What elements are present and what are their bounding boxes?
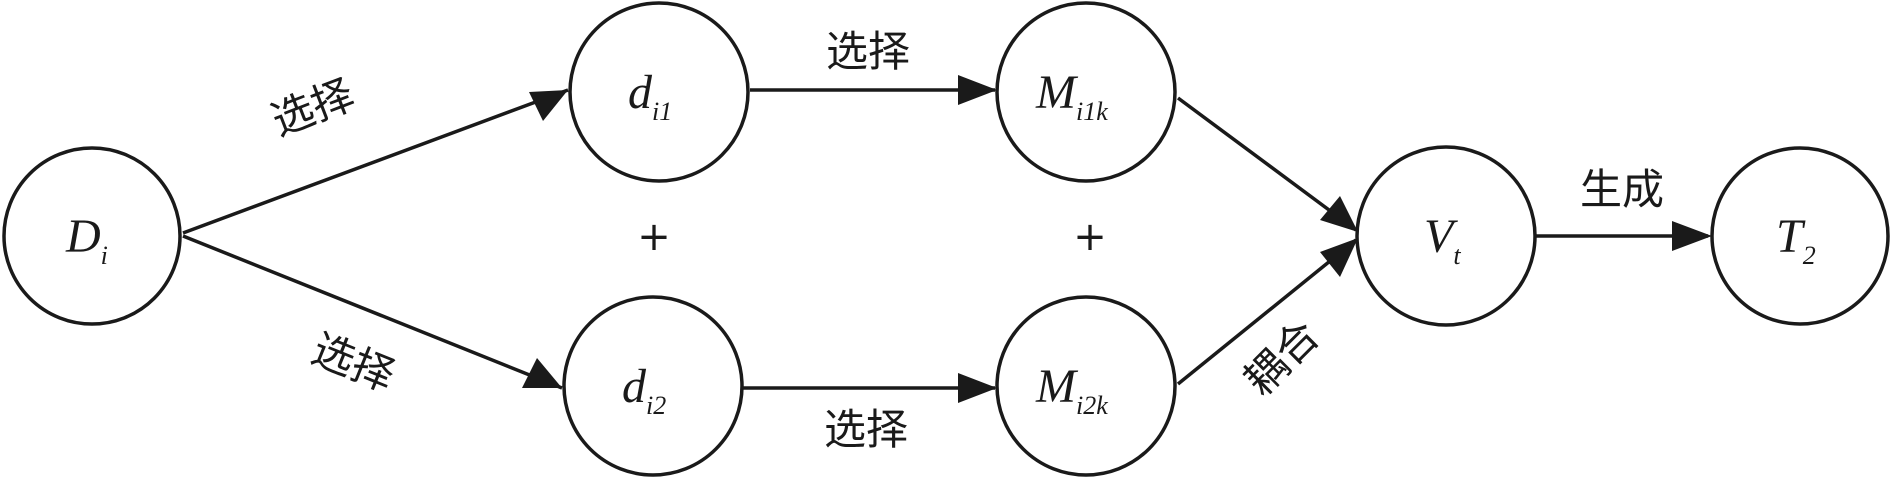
arrowhead-icon: [522, 358, 562, 388]
node-subscript: 2: [1803, 241, 1816, 270]
edges-layer: [182, 75, 1712, 403]
edge-di2-to-mi2k: [743, 373, 997, 403]
plus-layer: + +: [637, 214, 1107, 260]
node-subscript: i: [101, 241, 108, 270]
node-subscript: t: [1453, 241, 1461, 270]
edge-di-to-di1: [182, 88, 569, 235]
node-subscript: i1k: [1076, 97, 1108, 126]
arrowhead-icon: [1672, 221, 1712, 251]
node-circle: [562, 295, 744, 477]
edge-label-di-di1: 选择: [265, 70, 361, 146]
node-main-symbol: d: [622, 360, 647, 413]
edge-line: [1176, 238, 1358, 386]
node-t-2: T2: [1710, 146, 1890, 326]
arrowhead-icon: [529, 90, 568, 121]
edge-label-di2-mi2k: 选择: [824, 405, 908, 454]
arrowhead-icon: [1320, 238, 1358, 277]
node-main-symbol: V: [1424, 210, 1458, 263]
node-circle: [995, 295, 1177, 477]
plus-sign-right: +: [1073, 214, 1107, 260]
node-label: T2: [1776, 210, 1816, 270]
node-label: Di: [65, 210, 108, 270]
node-label: Mi1k: [1035, 66, 1108, 126]
arrowhead-icon: [1320, 196, 1358, 232]
node-circle: [568, 1, 750, 183]
node-subscript: i2: [646, 391, 666, 420]
node-circle: [1355, 145, 1537, 327]
edge-label-di-di2: 选择: [305, 324, 401, 401]
node-circle: [1710, 146, 1890, 326]
plus-sign-left: +: [637, 214, 671, 260]
node-d-i: Di: [2, 146, 182, 326]
node-d-i1: di1: [568, 1, 750, 183]
edge-label-vt-t2: 生成: [1580, 165, 1664, 214]
node-v-t: Vt: [1355, 145, 1537, 327]
edge-line: [182, 234, 563, 390]
node-main-symbol: M: [1035, 360, 1079, 413]
edge-line: [182, 88, 569, 235]
node-label: Mi2k: [1035, 360, 1108, 420]
node-label: Vt: [1424, 210, 1461, 270]
node-subscript: i2k: [1076, 391, 1108, 420]
edge-mi2k-to-vt: [1176, 238, 1358, 386]
edge-mi1k-to-vt: [1176, 96, 1358, 232]
node-label: di1: [628, 66, 672, 126]
node-label: di2: [622, 360, 666, 420]
arrowhead-icon: [958, 373, 997, 403]
node-m-i2k: Mi2k: [995, 295, 1177, 477]
edge-line: [1176, 96, 1358, 232]
arrowhead-icon: [958, 75, 997, 105]
node-main-symbol: M: [1035, 66, 1079, 119]
edge-di1-to-mi1k: [750, 75, 997, 105]
node-main-symbol: T: [1776, 210, 1806, 263]
node-d-i2: di2: [562, 295, 744, 477]
node-main-symbol: D: [65, 210, 101, 263]
node-main-symbol: d: [628, 66, 653, 119]
node-subscript: i1: [652, 97, 672, 126]
node-circle: [995, 1, 1177, 183]
edge-di-to-di2: [182, 234, 563, 390]
edge-label-di1-mi1k: 选择: [826, 27, 910, 76]
node-circle: [2, 146, 182, 326]
node-m-i1k: Mi1k: [995, 1, 1177, 183]
edge-vt-to-t2: [1536, 221, 1712, 251]
